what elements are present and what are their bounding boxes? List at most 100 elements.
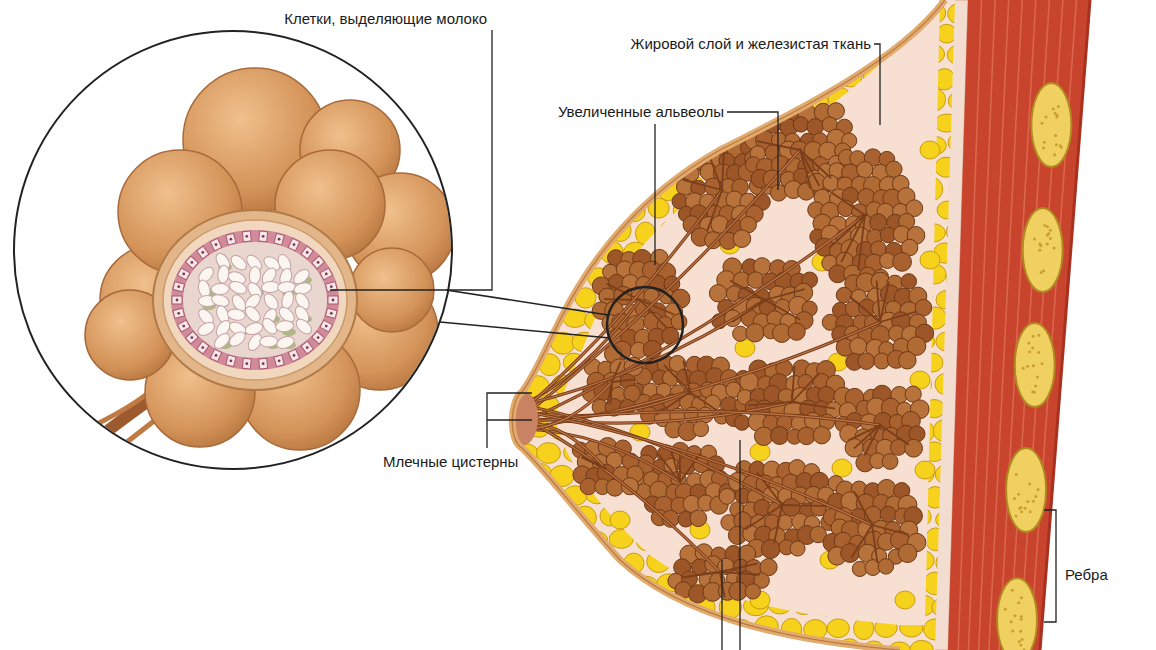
alveolus [793, 117, 808, 132]
leader-lines [330, 30, 1056, 650]
muscle-stripes [958, 0, 1076, 650]
fat-cell [481, 332, 503, 354]
fat-cell [601, 156, 621, 174]
duct-branch [582, 457, 605, 468]
duct-branch [582, 456, 605, 468]
alveolus [899, 351, 917, 369]
milk-droplet [259, 336, 277, 348]
fat-cell [536, 443, 560, 464]
rib-texture [1013, 497, 1016, 500]
fat-cell [574, 154, 595, 176]
milk-droplet [275, 334, 296, 350]
rib-texture [1036, 488, 1039, 491]
fat-cell [549, 595, 572, 616]
cut-surface [153, 210, 357, 390]
fat-cell [636, 4, 657, 23]
fat-cell [719, 66, 741, 86]
cell-nucleus [332, 299, 335, 302]
fat-cell [492, 264, 513, 285]
fat-cell [502, 23, 526, 45]
fat-cell [563, 3, 586, 21]
cell-nucleus [262, 235, 265, 238]
milk-droplet [293, 316, 314, 336]
rib [1023, 208, 1063, 292]
cell-nucleus [182, 325, 185, 328]
duct-branch [612, 361, 621, 382]
fat-cell [526, 0, 550, 1]
fat-cell [610, 511, 630, 529]
fat-cell [600, 68, 622, 90]
secretory-cell [328, 296, 338, 304]
rib [997, 578, 1037, 650]
rib-texture [1041, 362, 1044, 365]
cell-nucleus [330, 312, 333, 315]
fat-cell [515, 4, 539, 24]
secretory-cell [312, 331, 325, 344]
fat-cell [478, 420, 501, 441]
fat-cell [526, 197, 547, 220]
rib-texture [1017, 601, 1020, 604]
part-label: Ребра [1063, 566, 1110, 584]
rib-texture [1010, 620, 1013, 623]
duct-branch [664, 365, 690, 392]
alveolus [790, 541, 805, 556]
milk-ducts [522, 141, 917, 597]
cell-nucleus [330, 285, 333, 288]
fat-cell [479, 508, 501, 529]
duct-branch [658, 454, 680, 482]
fat-cell [490, 355, 511, 376]
fat-cell [526, 157, 550, 177]
secretory-cell [242, 231, 251, 242]
duct-branch [774, 505, 782, 543]
fat-cell [503, 506, 524, 527]
alveolus [841, 544, 860, 563]
fat-cell [937, 201, 958, 219]
duct-branch [877, 281, 880, 322]
fat-cell [647, 638, 668, 650]
fat-cell [514, 312, 534, 331]
alveolus [747, 272, 763, 288]
fat-cell [935, 157, 958, 177]
rib-texture [1042, 146, 1045, 149]
muscle-fiber [958, 0, 981, 650]
fat-cell [527, 510, 548, 528]
fat-cell [494, 220, 514, 242]
secretory-cell [301, 341, 313, 354]
cell-nucleus [229, 359, 232, 362]
fat-cell [946, 616, 970, 639]
rib-texture [1033, 238, 1036, 241]
alveolus [915, 299, 932, 316]
cell-nucleus [182, 273, 185, 276]
fat-cell [634, 134, 657, 154]
fat-cell [910, 640, 933, 650]
rib [1015, 323, 1055, 407]
fat-cell [645, 68, 667, 87]
milk-droplet [228, 279, 249, 296]
cell-nucleus [278, 359, 281, 362]
rib-texture [1033, 391, 1036, 394]
cell-nucleus [190, 261, 193, 264]
fat-cell [537, 574, 560, 592]
rib-texture [1052, 108, 1055, 111]
fat-cell [553, 245, 575, 265]
fat-cell [597, 200, 620, 220]
alveolus [880, 506, 896, 522]
alveolus [719, 488, 735, 504]
muscle-fiber [968, 0, 995, 650]
duct-branch [854, 491, 872, 525]
cell-nucleus [245, 362, 248, 365]
fat-cell [732, 91, 752, 111]
duct-branch [707, 190, 722, 231]
rib-texture [1004, 608, 1007, 611]
alveolus [813, 427, 830, 444]
fat-cell [765, 640, 790, 650]
fat-cell [537, 45, 559, 65]
rib-texture [1031, 347, 1034, 350]
fat-cell [574, 553, 596, 571]
alveolus [850, 338, 867, 355]
leader-line [739, 440, 740, 650]
rib-texture [1020, 615, 1023, 618]
fat-cell [539, 135, 560, 156]
secretory-cell [177, 268, 190, 280]
